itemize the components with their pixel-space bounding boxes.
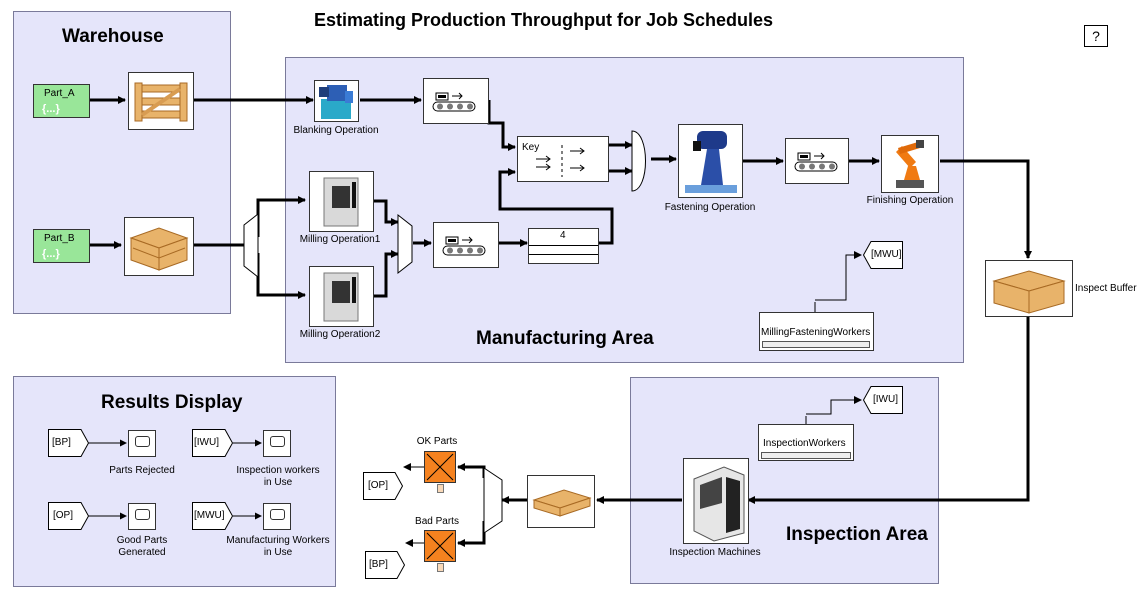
- composite-entity-creator[interactable]: Key: [517, 136, 609, 182]
- manufacturing-area-title: Manufacturing Area: [476, 328, 654, 349]
- blanking-operation-server[interactable]: [314, 80, 359, 122]
- bp-goto-label: [BP]: [369, 559, 388, 570]
- inspection-workers-label-line1: Inspection workers: [236, 465, 320, 476]
- bad-parts-terminator[interactable]: [424, 530, 456, 562]
- iwu-goto-label: [IWU]: [873, 394, 898, 405]
- conveyor-after-blanking[interactable]: [423, 78, 489, 124]
- inspect-buffer-queue[interactable]: [985, 260, 1073, 317]
- inspection-machines-server[interactable]: [683, 458, 749, 544]
- conveyor-after-fastening[interactable]: [785, 138, 849, 184]
- fastening-machine-icon: [685, 131, 737, 193]
- pool-level-bar: [762, 341, 870, 348]
- iwu-goto-tag[interactable]: [IWU]: [863, 386, 903, 414]
- inspection-machines-label: Inspection Machines: [669, 547, 761, 558]
- bad-parts-label: Bad Parts: [415, 516, 459, 527]
- crate-icon: [129, 227, 189, 271]
- results-op-from-label: [OP]: [53, 510, 74, 521]
- milling-operation1-label: Milling Operation1: [299, 234, 381, 245]
- batch-size-value: 4: [560, 230, 566, 241]
- op-goto-tag[interactable]: [OP]: [363, 472, 403, 500]
- inspection-workers-label-line2: in Use: [263, 477, 293, 488]
- ok-parts-port: [437, 484, 444, 493]
- batch-entity-queue[interactable]: 4: [528, 228, 599, 264]
- part-a-icon-text: {...}: [42, 103, 60, 115]
- op-goto-label: [OP]: [368, 480, 389, 491]
- milling-fastening-workers-label: MillingFasteningWorkers: [761, 327, 871, 338]
- results-mwu-from-label: [MWU]: [194, 510, 225, 521]
- conveyor-icon: [432, 92, 476, 112]
- inspection-workers-display[interactable]: [263, 430, 291, 457]
- conveyor-after-milling[interactable]: [433, 222, 499, 268]
- batch-queue-bar: [529, 245, 598, 246]
- bad-parts-port: [437, 563, 444, 572]
- manufacturing-workers-label-line2: in Use: [263, 547, 293, 558]
- fastening-operation-server[interactable]: [678, 124, 743, 198]
- blanking-machine-icon: [319, 85, 353, 119]
- warehouse-area-title: Warehouse: [62, 26, 164, 47]
- batch-queue-bar: [529, 254, 598, 255]
- milling-operation2-label: Milling Operation2: [299, 329, 381, 340]
- terminator-x-icon: [426, 453, 454, 481]
- part-b-generator[interactable]: Part_B {...}: [33, 229, 90, 263]
- conveyor-icon: [794, 152, 838, 172]
- part-a-generator[interactable]: Part_A {...}: [33, 84, 90, 118]
- parts-rejected-label: Parts Rejected: [109, 465, 175, 476]
- warehouse-area[interactable]: [13, 11, 231, 314]
- goto-tag-shape: [365, 551, 405, 579]
- finishing-operation-label: Finishing Operation: [866, 195, 954, 206]
- goto-tag-shape: [363, 472, 403, 500]
- part-b-crate-queue[interactable]: [124, 217, 194, 276]
- goto-tag-shape: [863, 241, 903, 269]
- inspection-machine-icon: [693, 466, 745, 542]
- crate-icon: [134, 82, 188, 122]
- results-bp-from-label: [BP]: [52, 437, 71, 448]
- goto-tag-shape: [863, 386, 903, 414]
- milling-operation2-server[interactable]: [309, 266, 374, 327]
- mwu-goto-label: [MWU]: [871, 249, 902, 260]
- conveyor-icon: [442, 236, 486, 256]
- ok-parts-label: OK Parts: [416, 436, 458, 447]
- good-parts-display[interactable]: [128, 503, 156, 530]
- fastening-operation-label: Fastening Operation: [664, 202, 756, 213]
- milling-fastening-workers-pool[interactable]: MillingFasteningWorkers: [759, 312, 874, 351]
- results-display-area[interactable]: [13, 376, 336, 587]
- milling-operation1-server[interactable]: [309, 171, 374, 232]
- manufacturing-workers-display[interactable]: [263, 503, 291, 530]
- inspect-buffer-label: Inspect Buffer: [1075, 283, 1137, 294]
- help-button[interactable]: ?: [1084, 25, 1108, 47]
- inspection-area-title: Inspection Area: [786, 524, 928, 545]
- milling-machine-icon: [323, 272, 359, 322]
- bp-goto-tag[interactable]: [BP]: [365, 551, 405, 579]
- key-label: Key: [522, 142, 540, 153]
- pool-level-bar: [761, 452, 851, 459]
- parts-rejected-display[interactable]: [128, 430, 156, 457]
- page-title: Estimating Production Throughput for Job…: [314, 10, 773, 30]
- pallet-icon: [532, 489, 592, 517]
- blanking-operation-label: Blanking Operation: [293, 125, 379, 136]
- milling-machine-icon: [323, 177, 359, 227]
- part-a-crate-queue[interactable]: [128, 72, 194, 130]
- crate-icon: [992, 270, 1066, 314]
- terminator-x-icon: [426, 532, 454, 560]
- pallet-queue[interactable]: [527, 475, 595, 528]
- inspection-workers-pool[interactable]: InspectionWorkers: [758, 424, 854, 461]
- part-a-label: Part_A: [44, 88, 75, 99]
- good-parts-label-line1: Good Parts: [116, 535, 168, 546]
- mwu-goto-tag[interactable]: [MWU]: [863, 241, 903, 269]
- finishing-operation-server[interactable]: [881, 135, 939, 193]
- results-iwu-from-label: [IWU]: [194, 437, 219, 448]
- results-display-title: Results Display: [101, 392, 243, 413]
- part-b-label: Part_B: [44, 233, 75, 244]
- combine-icon: [536, 145, 585, 177]
- good-parts-label-line2: Generated: [118, 547, 166, 558]
- ok-parts-terminator[interactable]: [424, 451, 456, 483]
- manufacturing-workers-label-line1: Manufacturing Workers: [226, 535, 330, 546]
- part-b-icon-text: {...}: [42, 248, 60, 260]
- robot-arm-icon: [896, 140, 924, 188]
- inspection-workers-label: InspectionWorkers: [763, 438, 846, 449]
